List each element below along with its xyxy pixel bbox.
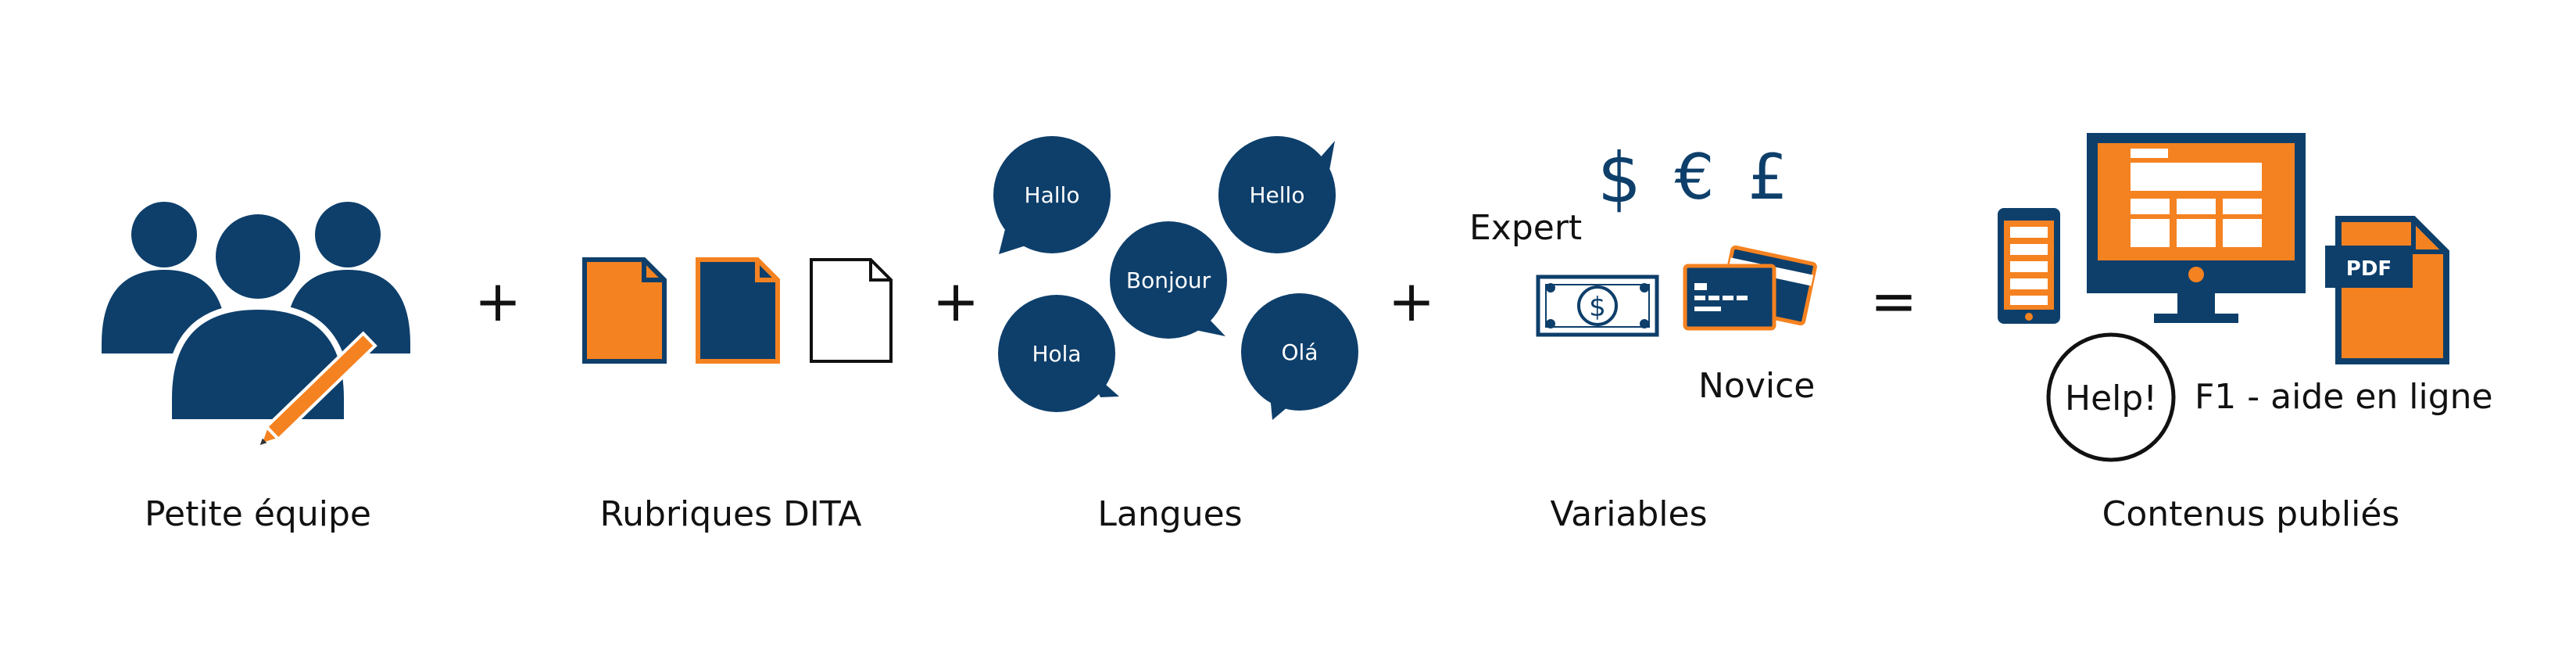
online-help-label: F1 - aide en ligne (2195, 377, 2493, 417)
topics-label: Rubriques DITA (600, 494, 862, 534)
plus-operator-1: + (474, 268, 521, 334)
document-icon-blank (810, 258, 893, 363)
topics-group: Rubriques DITA (582, 257, 893, 534)
smartphone-icon (1998, 208, 2060, 324)
svg-text:$: $ (1589, 292, 1606, 323)
speech-bubble-hallo: Hallo (993, 136, 1111, 254)
bubble-text-bonjour: Bonjour (1126, 267, 1211, 293)
pdf-label: PDF (2346, 257, 2392, 281)
banknote-icon: $ (1536, 274, 1659, 337)
team-group: Petite équipe (102, 202, 410, 534)
speech-bubble-hello: Hello (1218, 136, 1336, 253)
bubble-text-hola: Hola (1032, 341, 1081, 367)
currency-dollar: $ (1597, 138, 1641, 218)
expert-label: Expert (1469, 208, 1582, 248)
speech-bubble-hola: Hola (998, 295, 1119, 412)
pencil-icon (257, 331, 377, 448)
plus-operator-3: + (1388, 268, 1435, 334)
languages-label: Langues (1097, 494, 1242, 534)
languages-group: Hallo Hello Bonjour Hola Olá Langues (993, 136, 1358, 534)
currency-euro: € (1675, 141, 1715, 214)
team-icon (102, 202, 410, 448)
pdf-document-icon: PDF (2325, 216, 2449, 364)
speech-bubble-ola: Olá (1241, 293, 1358, 420)
speech-bubble-bonjour: Bonjour (1110, 221, 1227, 339)
document-icon-orange (582, 257, 667, 364)
help-badge: Help! (2046, 332, 2176, 462)
credit-cards-icon (1683, 245, 1817, 331)
bubble-text-hello: Hello (1250, 182, 1305, 208)
bubble-text-hallo: Hallo (1025, 182, 1080, 208)
published-label: Contenus publiés (2102, 494, 2400, 534)
monitor-icon (2087, 133, 2306, 323)
novice-label: Novice (1698, 366, 1815, 406)
document-icon-navy (696, 257, 780, 364)
bubble-text-ola: Olá (1282, 339, 1318, 365)
currency-pound: £ (1748, 141, 1788, 214)
equals-operator: = (1870, 268, 1917, 334)
variables-group: $ € £ Expert $ Novice (1469, 138, 1817, 534)
help-label: Help! (2065, 379, 2157, 418)
team-label: Petite équipe (145, 494, 371, 534)
variables-label: Variables (1550, 494, 1707, 534)
plus-operator-2: + (932, 268, 979, 334)
published-group: PDF Help! F1 - aide en ligne Contenus pu… (1998, 133, 2493, 534)
